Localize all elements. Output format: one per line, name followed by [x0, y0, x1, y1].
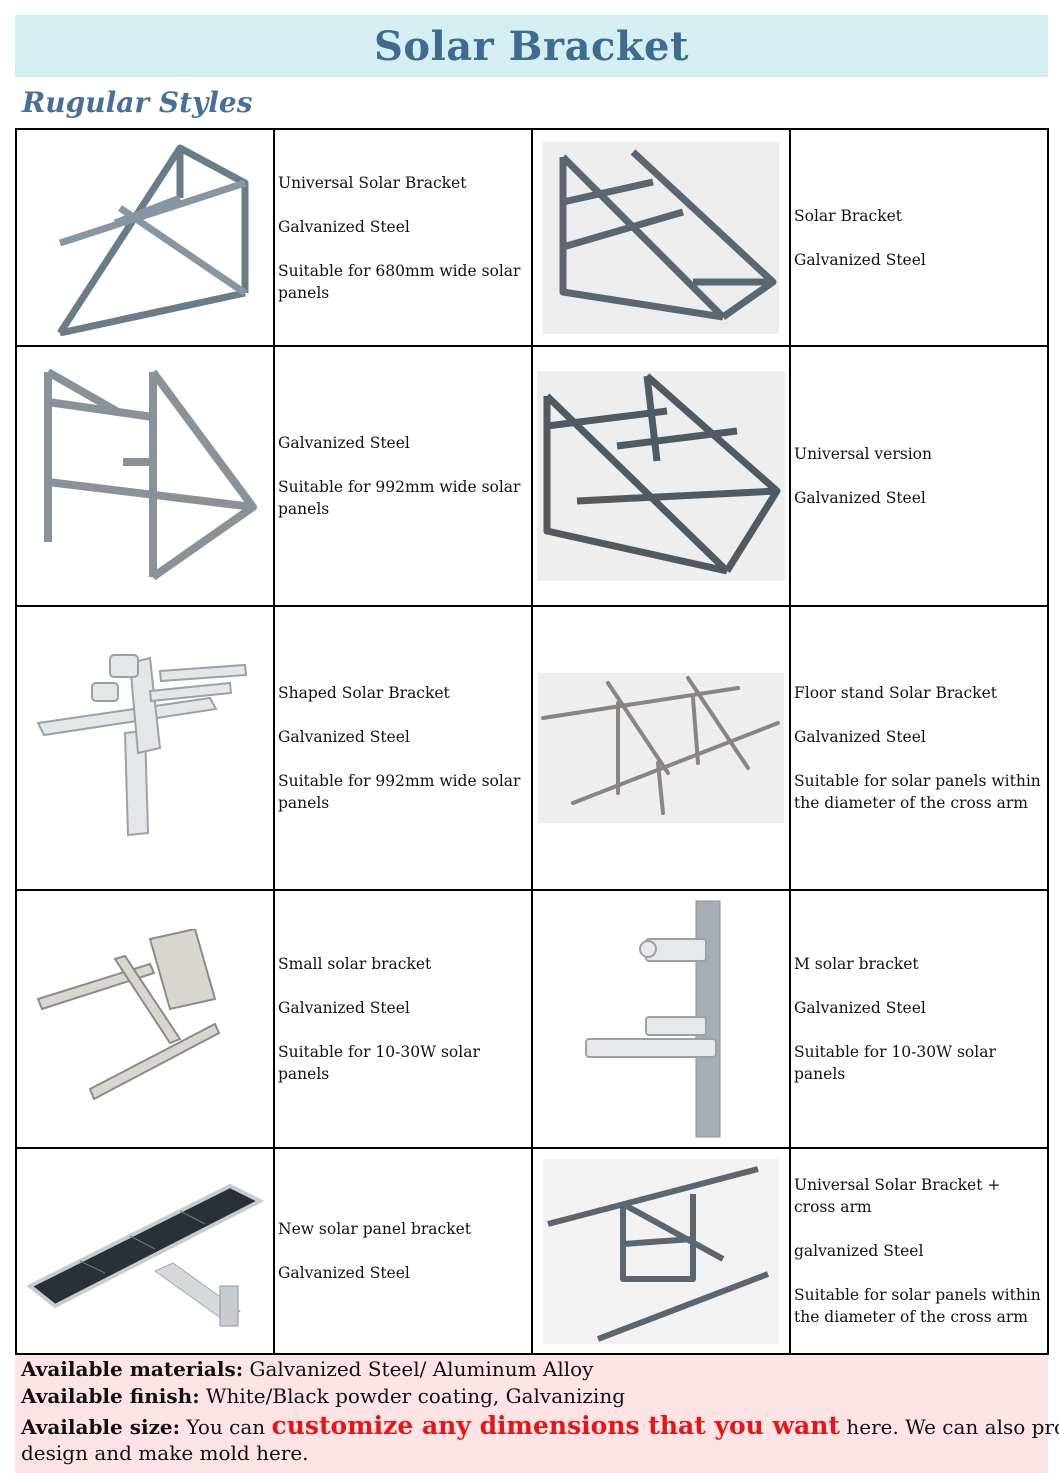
- size-line: Available size: You can customize any di…: [21, 1411, 1059, 1440]
- product-material: Galvanized Steel: [278, 217, 410, 236]
- materials-value: Galvanized Steel/ Aluminum Alloy: [243, 1357, 594, 1381]
- product-material: Galvanized Steel: [278, 434, 410, 452]
- product-image-cell: [531, 889, 791, 1149]
- product-suitability: Suitable for solar panels within the dia…: [794, 772, 1041, 812]
- product-name: M solar bracket: [794, 955, 919, 973]
- product-suitability: Suitable for 10-30W solar panels: [794, 1043, 996, 1083]
- product-material: Galvanized Steel: [794, 728, 926, 746]
- product-desc-cell: Universal Solar Bracket + cross arm galv…: [789, 1147, 1049, 1355]
- product-image-cell: [531, 1147, 791, 1355]
- product-material: Galvanized Steel: [794, 250, 926, 269]
- panel-bracket-image: [26, 1183, 265, 1327]
- product-desc-cell: Universal version Galvanized Steel: [789, 345, 1049, 607]
- product-name: Universal version: [794, 445, 932, 463]
- product-desc-cell: Solar Bracket Galvanized Steel: [789, 128, 1049, 347]
- size-text-after: here. We can also provide: [846, 1415, 1059, 1439]
- pole-mount-bracket-image: [576, 899, 746, 1139]
- product-image-cell: [15, 128, 275, 347]
- product-suitability: Suitable for 680mm wide solar panels: [278, 261, 521, 302]
- bracket-cross-arm-image: [543, 1158, 779, 1344]
- size-text: You can: [180, 1415, 272, 1439]
- product-material: Galvanized Steel: [278, 728, 410, 746]
- product-desc-cell: M solar bracket Galvanized Steel Suitabl…: [789, 889, 1049, 1149]
- size-label: Available size:: [21, 1415, 181, 1439]
- product-suitability: Suitable for 10-30W solar panels: [278, 1043, 480, 1083]
- product-name: Shaped Solar Bracket: [278, 684, 450, 702]
- product-desc-cell: Universal Solar Bracket Galvanized Steel…: [273, 128, 533, 347]
- product-image-cell: [531, 345, 791, 607]
- product-image-cell: [531, 128, 791, 347]
- small-bracket-image: [36, 929, 221, 1101]
- product-material: Galvanized Steel: [278, 1264, 410, 1282]
- product-suitability: Suitable for 992mm wide solar panels: [278, 772, 521, 812]
- product-name: Small solar bracket: [278, 955, 432, 973]
- table-row: Small solar bracket Galvanized Steel Sui…: [15, 889, 1049, 1149]
- product-image-cell: [15, 605, 275, 891]
- table-row: New solar panel bracket Galvanized Steel…: [15, 1147, 1049, 1355]
- materials-line: Available materials: Galvanized Steel/ A…: [21, 1357, 593, 1381]
- product-image-cell: [15, 345, 275, 607]
- product-name: Solar Bracket: [794, 206, 903, 225]
- product-material: galvanized Steel: [794, 1242, 924, 1260]
- product-suitability: Suitable for solar panels within the dia…: [794, 1286, 1041, 1326]
- product-material: Galvanized Steel: [794, 999, 926, 1017]
- product-desc-cell: New solar panel bracket Galvanized Steel: [273, 1147, 533, 1355]
- finish-line: Available finish: White/Black powder coa…: [21, 1384, 625, 1408]
- triangle-bracket-image: [543, 141, 779, 334]
- section-subtitle: Rugular Styles: [22, 86, 253, 119]
- product-image-cell: [15, 889, 275, 1149]
- triangle-bracket-image: [537, 371, 785, 581]
- product-material: Galvanized Steel: [278, 999, 410, 1017]
- floor-stand-bracket-image: [538, 673, 784, 823]
- product-desc-cell: Floor stand Solar Bracket Galvanized Ste…: [789, 605, 1049, 891]
- product-name: Floor stand Solar Bracket: [794, 684, 997, 702]
- product-name: Universal Solar Bracket + cross arm: [794, 1176, 1001, 1216]
- product-name: Universal Solar Bracket: [278, 173, 467, 192]
- table-row: Galvanized Steel Suitable for 992mm wide…: [15, 345, 1049, 607]
- title-banner: Solar Bracket: [15, 15, 1048, 77]
- triangle-bracket-image: [57, 144, 249, 336]
- product-image-cell: [15, 1147, 275, 1355]
- table-row: Universal Solar Bracket Galvanized Steel…: [15, 128, 1049, 347]
- product-name: New solar panel bracket: [278, 1220, 472, 1238]
- page-title: Solar Bracket: [374, 22, 689, 70]
- availability-footer: Available materials: Galvanized Steel/ A…: [15, 1355, 1059, 1473]
- product-table: Universal Solar Bracket Galvanized Steel…: [15, 128, 1049, 1355]
- product-suitability: Suitable for 992mm wide solar panels: [278, 478, 521, 518]
- shaped-bracket-image: [36, 654, 248, 837]
- product-image-cell: [531, 605, 791, 891]
- size-highlight: customize any dimensions that you want: [271, 1411, 840, 1440]
- triangle-bracket-image: [43, 368, 257, 581]
- materials-label: Available materials:: [21, 1357, 244, 1381]
- finish-value: White/Black powder coating, Galvanizing: [199, 1384, 626, 1408]
- product-desc-cell: Shaped Solar Bracket Galvanized Steel Su…: [273, 605, 533, 891]
- finish-label: Available finish:: [21, 1384, 200, 1408]
- table-row: Shaped Solar Bracket Galvanized Steel Su…: [15, 605, 1049, 891]
- product-desc-cell: Galvanized Steel Suitable for 992mm wide…: [273, 345, 533, 607]
- size-line-2: design and make mold here.: [21, 1441, 309, 1465]
- product-desc-cell: Small solar bracket Galvanized Steel Sui…: [273, 889, 533, 1149]
- product-material: Galvanized Steel: [794, 489, 926, 507]
